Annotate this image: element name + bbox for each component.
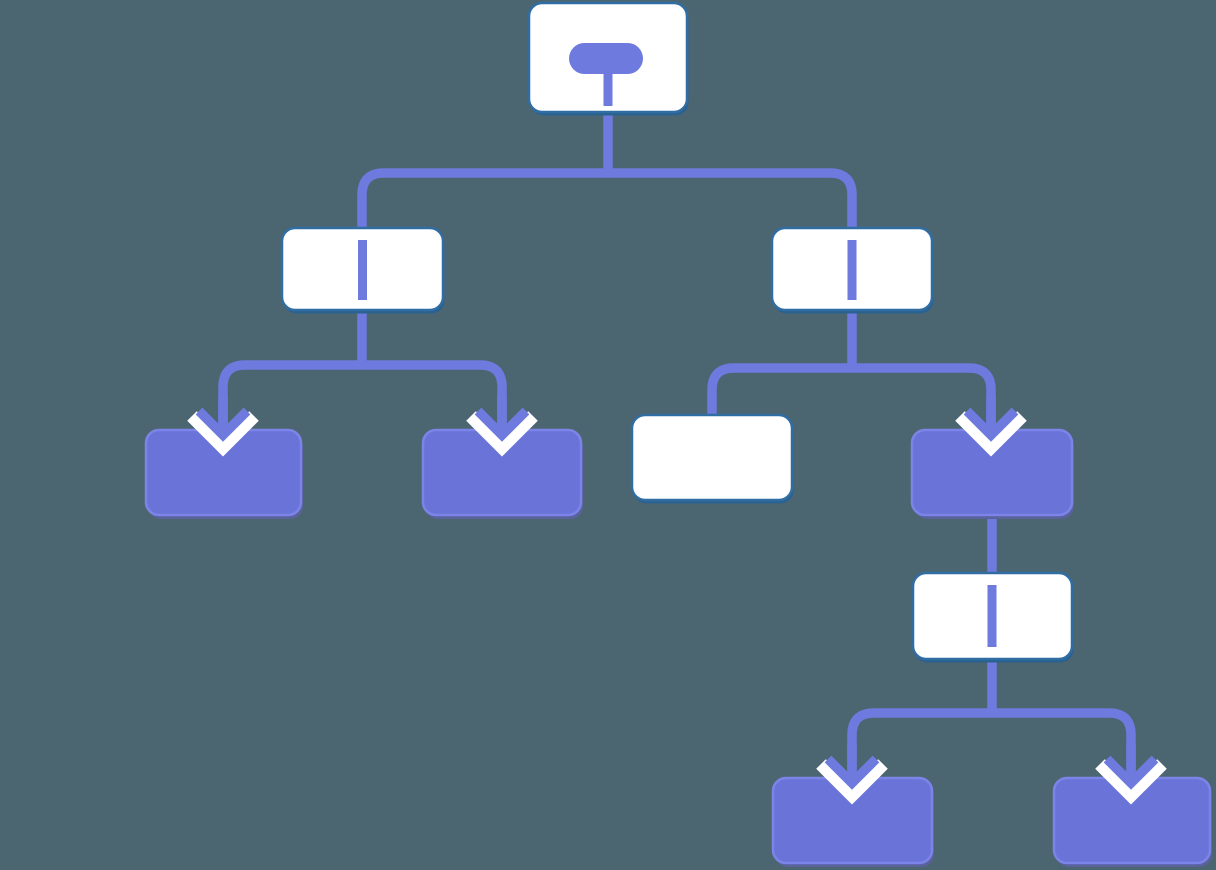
node-branch-left[interactable]	[280, 226, 445, 314]
chevron-double-down-icon	[466, 411, 538, 457]
connector-subbranch-to-leaves	[847, 656, 1136, 776]
node-option-blank-box	[630, 413, 794, 502]
arrow-into-leaf-5	[1095, 744, 1167, 805]
divider-bar-icon	[358, 240, 367, 300]
chevron-double-down-icon	[1095, 759, 1167, 805]
chevron-double-down-icon	[816, 759, 888, 805]
arrow-into-leaf-2	[466, 396, 538, 457]
node-leaf-2[interactable]	[421, 428, 583, 519]
chevron-double-down-icon	[187, 411, 259, 457]
node-leaf-5[interactable]	[1052, 776, 1212, 867]
arrow-into-leaf-3	[955, 396, 1027, 457]
connector-branch-left-to-leaves	[218, 306, 507, 428]
arrow-into-leaf-1	[187, 396, 259, 457]
node-branch-right-child[interactable]	[911, 571, 1074, 663]
connector-branch-right-to-children	[707, 306, 996, 428]
divider-bar-icon	[847, 240, 857, 300]
divider-bar-icon	[987, 585, 997, 647]
connectors	[218, 106, 1136, 776]
arrow-down-icon	[1103, 744, 1159, 790]
arrow-down-icon	[824, 744, 880, 790]
pill-stem-icon	[603, 72, 613, 106]
pill-icon	[569, 43, 643, 74]
arrow-down-icon	[195, 396, 251, 442]
arrow-down-icon	[474, 396, 530, 442]
arrow-into-leaf-4	[816, 744, 888, 805]
arrow-down-icon	[963, 396, 1019, 442]
node-root[interactable]	[527, 1, 689, 116]
connector-root-to-branches	[357, 106, 857, 234]
node-branch-right[interactable]	[770, 226, 934, 314]
chevron-double-down-icon	[955, 411, 1027, 457]
node-option-blank[interactable]	[630, 413, 794, 504]
node-leaf-3[interactable]	[910, 428, 1074, 519]
node-leaf-1[interactable]	[144, 428, 303, 519]
